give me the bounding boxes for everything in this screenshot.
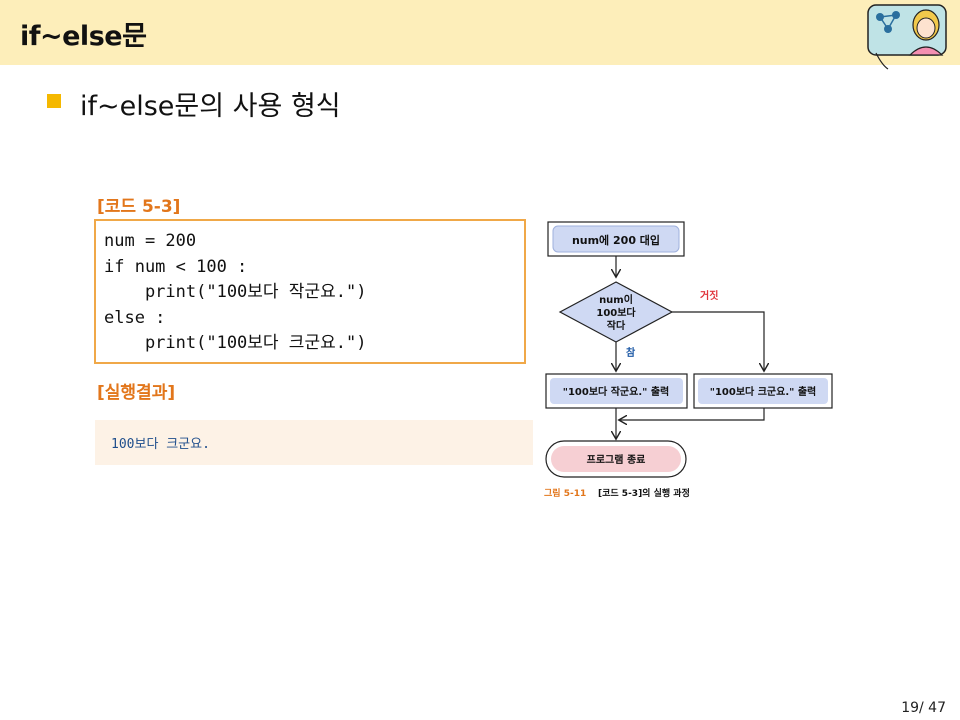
flow-true-output-text: "100보다 작군요." 출력 — [563, 385, 669, 398]
code-line: num = 200 — [104, 231, 197, 251]
code-label: [코드 5-3] — [97, 197, 181, 217]
result-output-text: 100보다 크군요. — [111, 437, 210, 452]
teacher-avatar-icon — [867, 4, 947, 70]
bullet-square-icon — [47, 94, 61, 108]
code-line: print("100보다 작군요.") — [104, 282, 367, 302]
flowchart: num에 200 대입 num이 100보다 작다 거짓 참 "100보다 작군… — [544, 221, 833, 499]
code-line: else : — [104, 307, 166, 328]
code-line: print("100보다 크군요.") — [104, 333, 367, 353]
flow-true-label: 참 — [626, 346, 636, 359]
flow-decision-line1: num이 — [599, 293, 633, 306]
flow-false-label: 거짓 — [700, 289, 718, 302]
flow-end-text: 프로그램 종료 — [587, 454, 646, 466]
flow-decision-line2: 100보다 — [596, 306, 636, 319]
result-label: [실행결과] — [97, 383, 176, 403]
flow-caption-number: 그림 5-11 — [544, 487, 586, 499]
flow-false-output-text: "100보다 크군요." 출력 — [710, 385, 816, 398]
header-bar: if~else문 — [0, 0, 960, 70]
flow-start-text: num에 200 대입 — [572, 233, 660, 247]
flow-caption-text: [코드 5-3]의 실행 과정 — [598, 487, 690, 499]
code-line: if num < 100 : — [104, 256, 248, 277]
page-number: 19/ 47 — [901, 700, 946, 716]
result-output-box: 100보다 크군요. — [95, 420, 533, 465]
flow-decision-line3: 작다 — [607, 319, 626, 332]
code-block: num = 200 if num < 100 : print("100보다 작군… — [94, 219, 526, 364]
page-title: if~else문 — [20, 21, 147, 52]
bullet-heading: if~else문의 사용 형식 — [80, 91, 341, 122]
code-text: num = 200 if num < 100 : print("100보다 작군… — [96, 221, 524, 357]
